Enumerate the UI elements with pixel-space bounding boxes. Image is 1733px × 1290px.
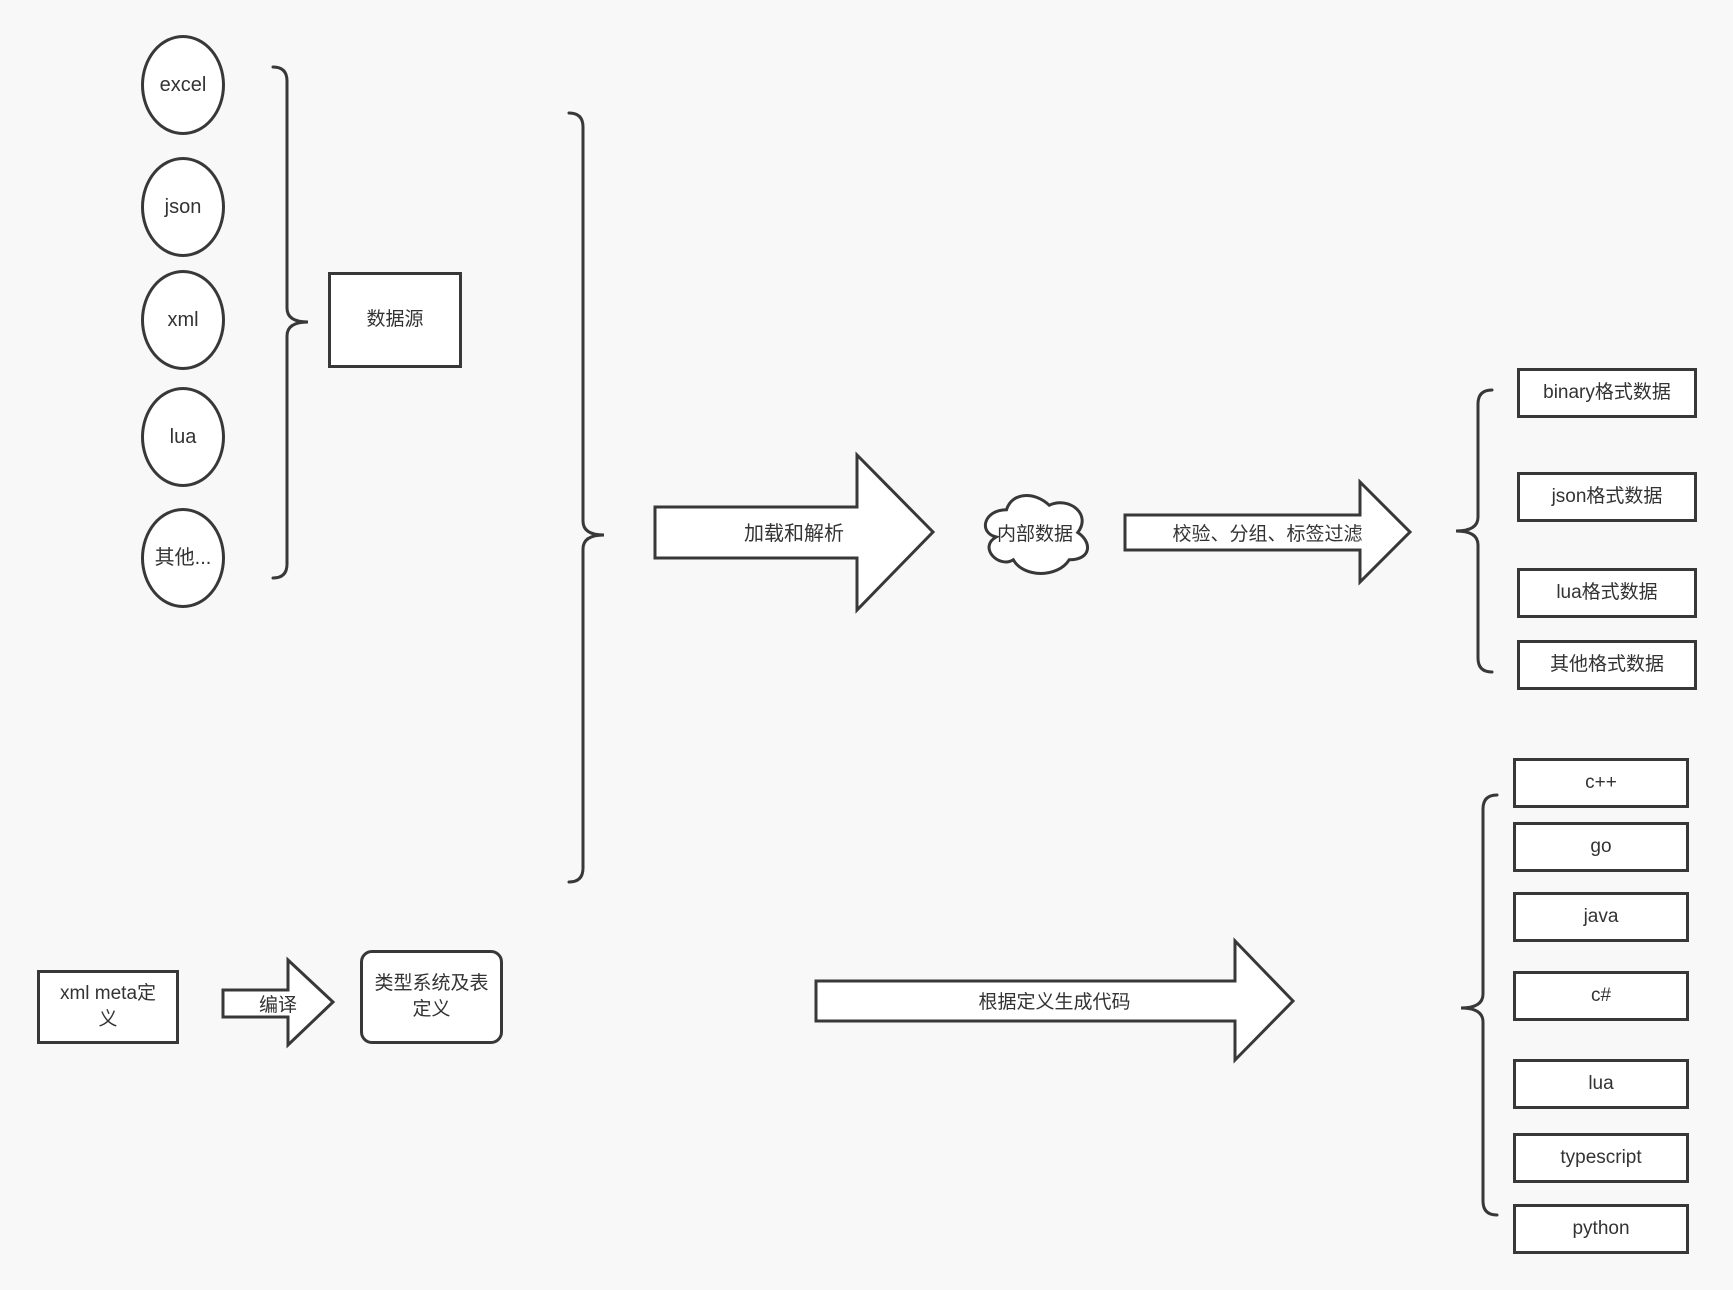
type-system-box: 类型系统及表定义	[360, 950, 503, 1044]
load-parse-arrow	[653, 451, 936, 614]
source-node-excel: excel	[141, 35, 225, 135]
format-box-json: json格式数据	[1517, 472, 1697, 522]
internal-data-cloud	[984, 494, 1089, 575]
format-box-lua: lua格式数据	[1517, 568, 1697, 618]
languages-brace	[1460, 793, 1499, 1217]
source-node-other: 其他...	[141, 508, 225, 608]
xml-meta-box: xml meta定义	[37, 970, 179, 1044]
generate-code-arrow	[814, 937, 1296, 1064]
language-box-cpp: c++	[1513, 758, 1689, 808]
language-box-csharp: c#	[1513, 971, 1689, 1021]
language-box-python: python	[1513, 1204, 1689, 1254]
compile-arrow	[221, 956, 336, 1049]
language-box-lua: lua	[1513, 1059, 1689, 1109]
data-source-group-box: 数据源	[328, 272, 462, 368]
language-box-java: java	[1513, 892, 1689, 942]
language-box-go: go	[1513, 822, 1689, 872]
main-brace	[567, 111, 605, 884]
format-box-binary: binary格式数据	[1517, 368, 1697, 418]
format-box-other: 其他格式数据	[1517, 640, 1697, 690]
source-node-json: json	[141, 157, 225, 257]
sources-brace	[271, 65, 309, 580]
source-node-lua: lua	[141, 387, 225, 487]
formats-brace	[1455, 388, 1494, 674]
language-box-typescript: typescript	[1513, 1133, 1689, 1183]
validate-filter-arrow	[1123, 478, 1413, 586]
source-node-xml: xml	[141, 270, 225, 370]
